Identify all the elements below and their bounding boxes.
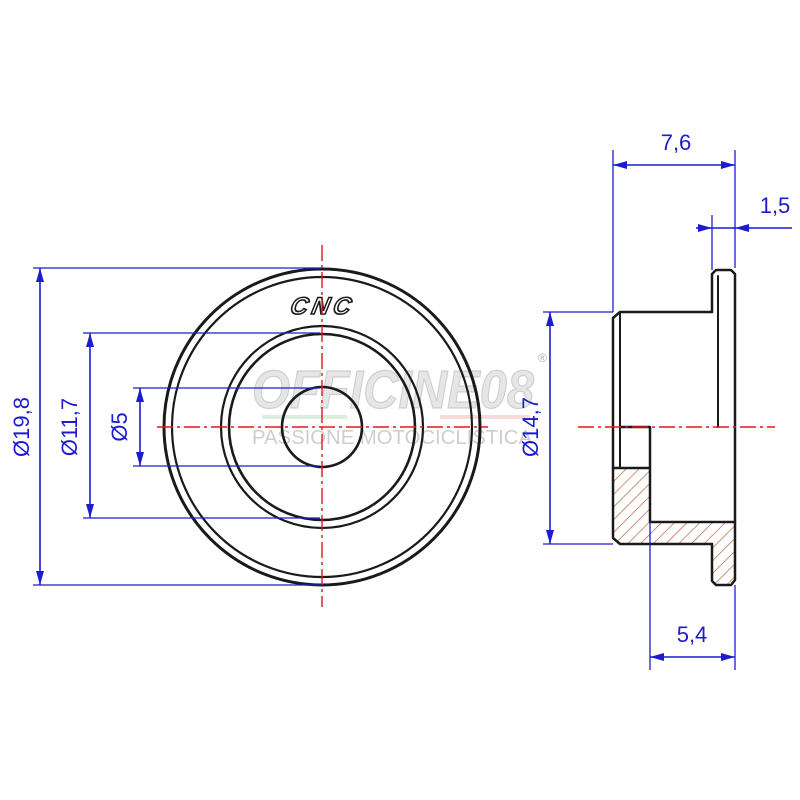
side-dimensions: 7,6 1,5 Ø14,7 5,4 — [518, 130, 792, 670]
dim-bottom-label: 5,4 — [677, 622, 708, 647]
watermark-brand: OFFICINE08 — [252, 360, 534, 420]
watermark-stripe-red — [440, 415, 530, 419]
dim-hole-label: Ø5 — [107, 412, 132, 441]
front-dimensions: Ø19,8 Ø11,7 Ø5 — [9, 267, 322, 586]
watermark-registered-mark: ® — [538, 351, 547, 365]
dim-middle-label: Ø11,7 — [57, 398, 82, 456]
dim-outer-label: Ø19,8 — [9, 397, 34, 457]
dim-top-small-label: 1,5 — [760, 193, 791, 218]
dim-diameter-label: Ø14,7 — [518, 397, 543, 457]
front-view: CNC — [157, 245, 488, 607]
watermark-stripe-green — [262, 415, 347, 419]
watermark: OFFICINE08 ® PASSIONE MOTOCICLISTICA — [251, 351, 547, 449]
section-hatch — [613, 468, 735, 585]
watermark-tagline: PASSIONE MOTOCICLISTICA — [252, 427, 533, 449]
dim-top-overall-label: 7,6 — [661, 130, 692, 155]
cnc-logo: CNC — [288, 293, 358, 320]
side-view — [578, 268, 775, 587]
